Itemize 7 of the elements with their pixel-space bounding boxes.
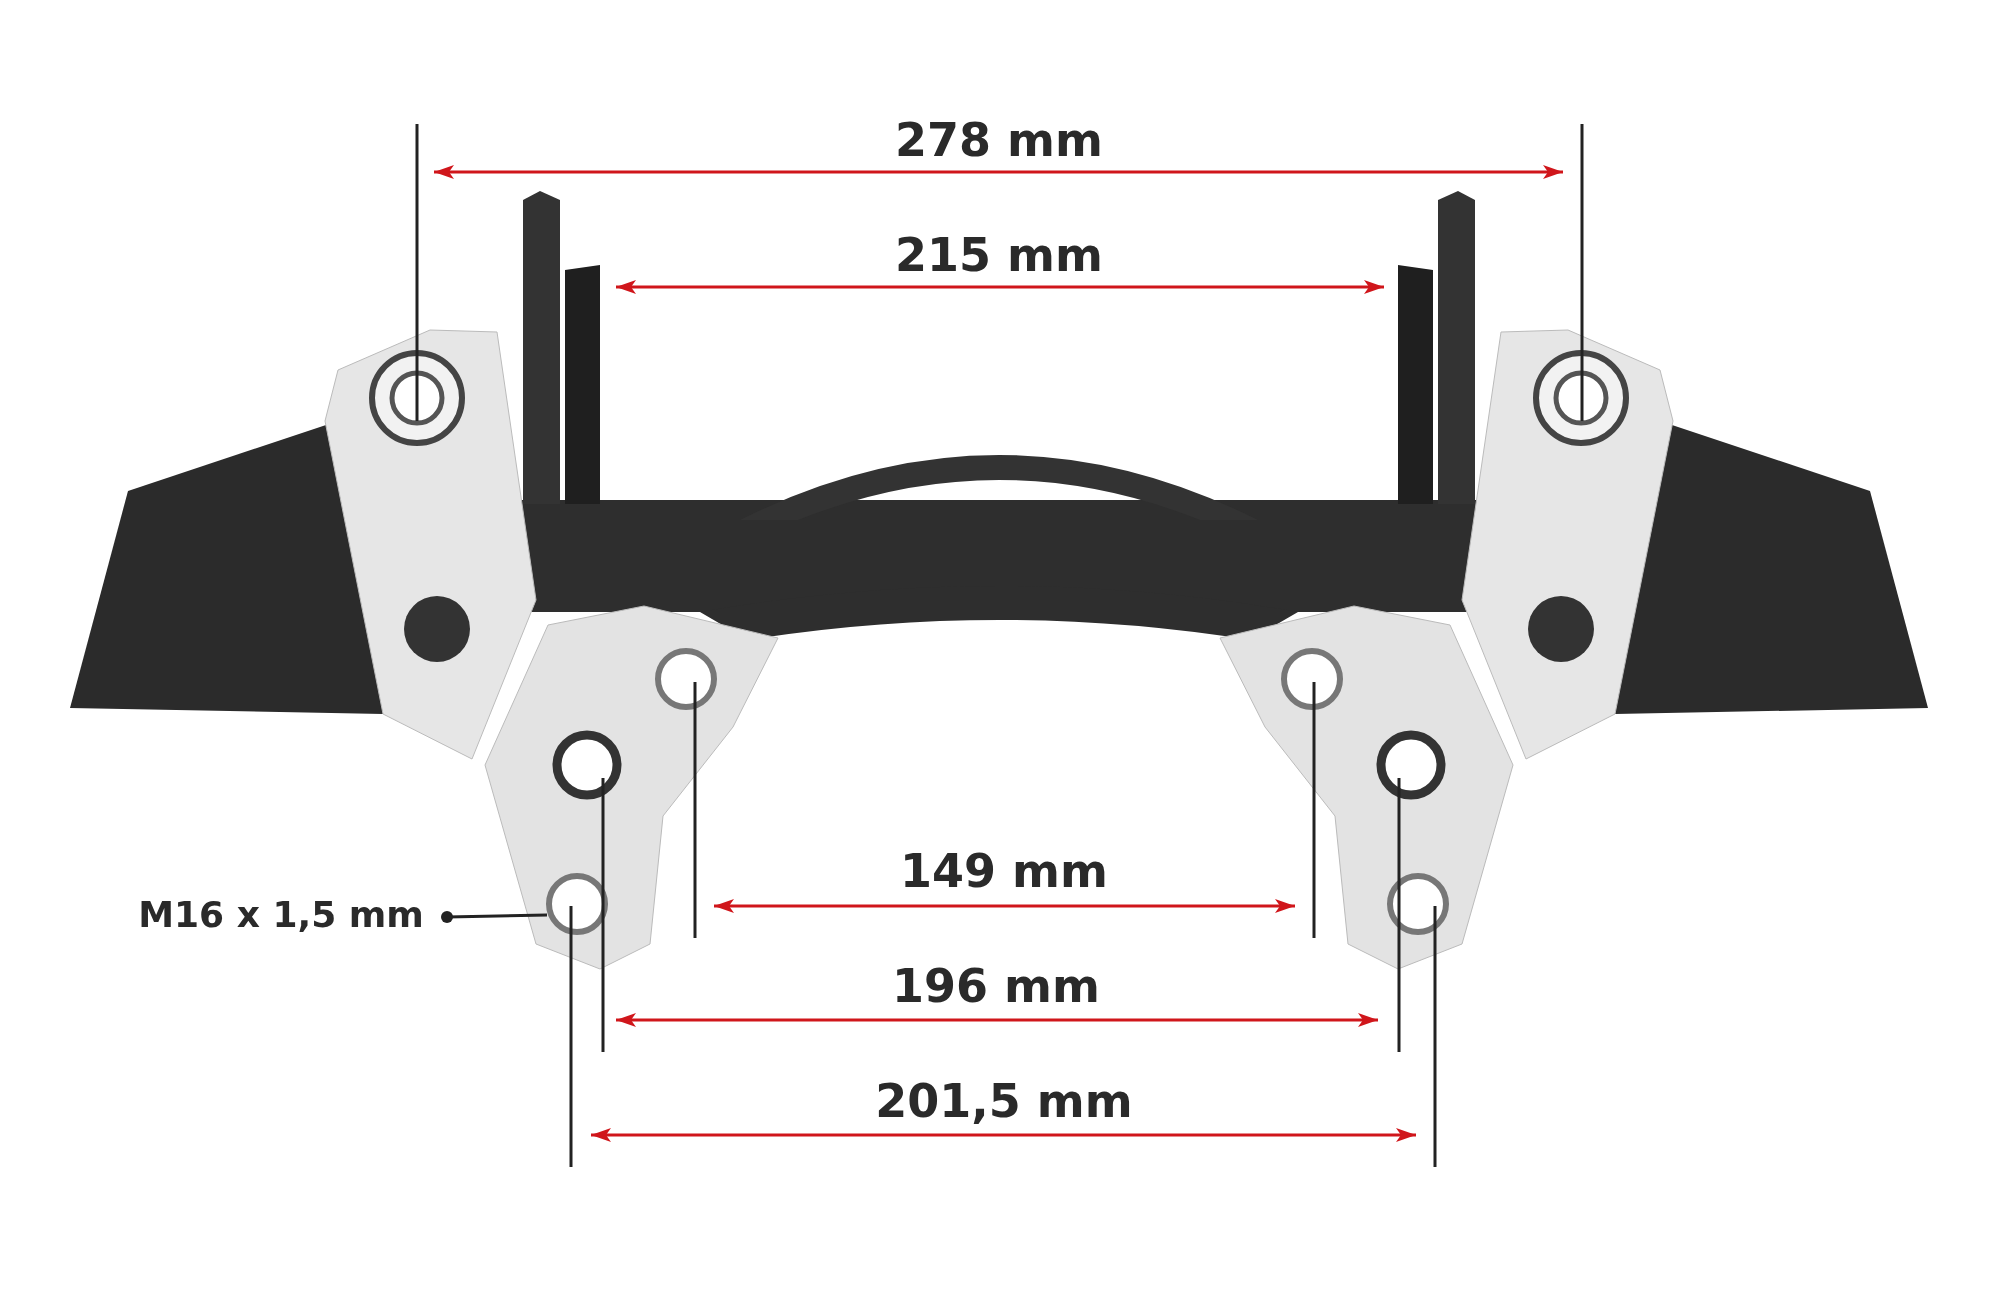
- leader-line: [441, 911, 548, 923]
- thread-size-label: M16 x 1,5 mm: [138, 897, 424, 933]
- dimension-label: 215 mm: [895, 232, 1103, 278]
- dimension-label: 196 mm: [892, 963, 1100, 1009]
- dimension-label: 149 mm: [900, 848, 1108, 894]
- dimension-label: 278 mm: [895, 117, 1103, 163]
- dimension-label: 201,5 mm: [875, 1078, 1133, 1124]
